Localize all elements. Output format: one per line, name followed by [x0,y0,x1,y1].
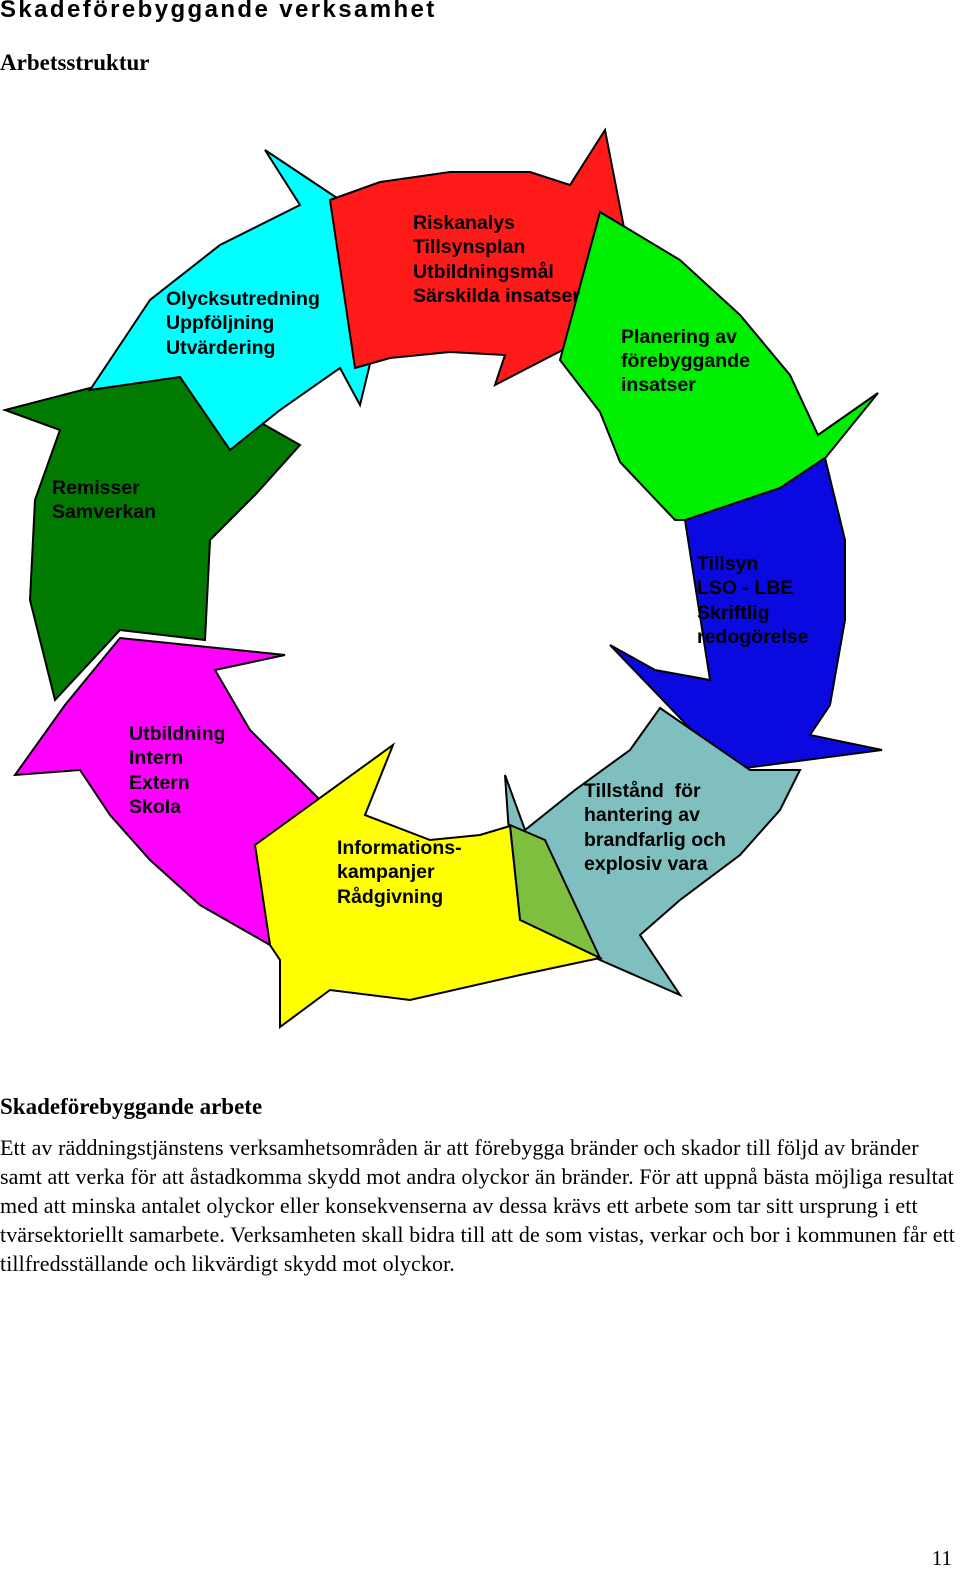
segment-label-olycksutredning: Olycksutredning Uppföljning Utvärdering [166,288,325,359]
segment-line: Tillstånd för [584,779,701,802]
segment-line: redogörelse [697,626,809,648]
segment-line: Särskilda insatser [413,285,580,307]
segment-line: förebyggande [621,350,750,372]
segment-line: Planering av [621,326,737,348]
segment-line: Rådgivning [337,885,443,908]
cycle-diagram: Riskanalys Tillsynsplan Utbildningsmål S… [1,127,883,1029]
segment-line: Uppföljning [166,312,274,334]
segment-label-planering: Planering av förebyggande insatser [621,326,755,396]
segment-label-tillsyn: Tillsyn LSO - LBE Skriftlig redogörelse [697,553,809,648]
segment-label-informationskampanjer: Informations- kampanjer Rådgivning [337,837,467,908]
segment-line: Samverkan [52,501,156,523]
segment-line: Extern [129,772,190,794]
segment-line: Skriftlig [697,602,770,624]
segment-line: Utbildningsmål [413,260,554,283]
segment-arrow-remisser [1,375,302,703]
segment-line: LSO - LBE [697,577,793,599]
segment-line: Informations- [337,837,462,859]
segment-line: Skola [129,796,181,818]
segment-line: Utbildning [129,723,225,745]
page-number: 11 [931,1546,952,1570]
segment-label-utbildning: Utbildning Intern Extern Skola [129,723,231,818]
segment-line: Tillsynsplan [413,236,525,258]
segment-label-riskanalys: Riskanalys Tillsynsplan Utbildningsmål S… [413,212,580,307]
section-title: Skadeförebyggande arbete [0,1094,263,1119]
segment-arrow-utbildning [12,636,322,947]
segment-line: Riskanalys [413,212,515,234]
segment-label-tillstand: Tillstånd för hantering av brandfarlig o… [584,779,731,875]
page-subheader: Arbetsstruktur [0,50,150,75]
segment-arrow-tillsyn [609,456,883,772]
segment-line: Olycksutredning [166,288,320,310]
segment-line: kampanjer [337,861,435,883]
segment-line: hantering av [584,804,700,826]
page-header: Skadeförebyggande verksamhet [0,0,437,23]
body-paragraph: Ett av räddningstjänstens verksamhetsomr… [0,1135,955,1276]
segment-line: Utvärdering [166,337,275,359]
segment-label-remisser: Remisser Samverkan [52,477,156,523]
segment-line: insatser [621,374,696,396]
segment-line: Remisser [52,477,140,499]
segment-arrow-planering [558,210,879,521]
segment-line: Intern [129,747,183,769]
segment-line: brandfarlig och [584,829,726,851]
segment-arrow-informationskampanjer [253,742,604,1029]
segment-line: explosiv vara [584,853,708,875]
segment-line: Tillsyn [697,553,758,575]
